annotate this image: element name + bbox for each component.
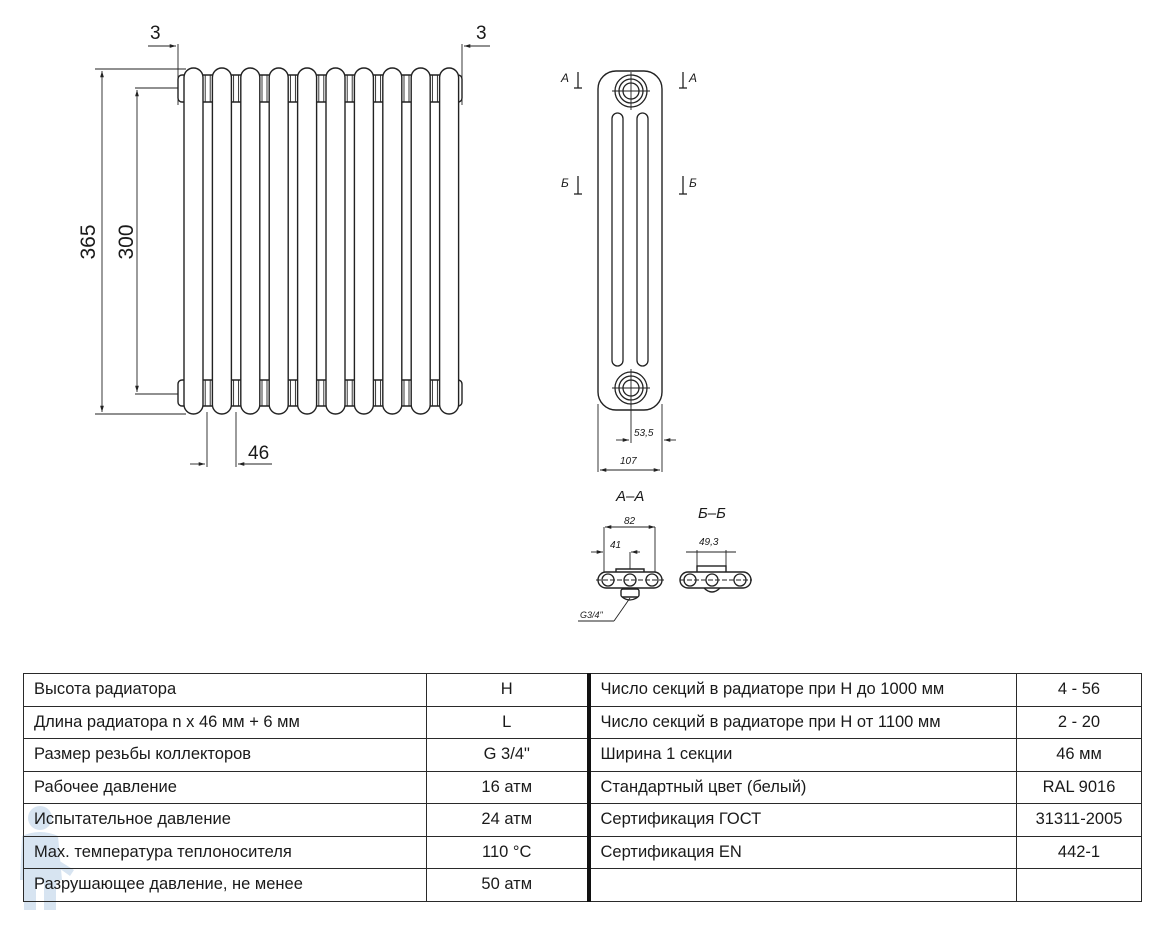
spec-label-right: Ширина 1 секции: [586, 738, 1017, 772]
spec-label-left: Рабочее давление: [23, 770, 427, 804]
dimension-section-pitch: 46: [190, 412, 272, 467]
radiator-section: [438, 67, 460, 415]
dim-right-3-label: 3: [476, 23, 487, 44]
spec-label-right: Число секций в радиаторе при H от 1100 м…: [586, 705, 1017, 739]
dimension-axis-distance: 300: [115, 87, 178, 395]
radiator-section: [268, 67, 289, 415]
spec-value-left: 16 атм: [426, 770, 589, 804]
spec-label-left: Высота радиатора: [23, 673, 427, 707]
spec-label-left: Длина радиатора n x 46 мм + 6 мм: [23, 705, 427, 739]
spec-value-right: [1016, 868, 1142, 902]
side-slot-right: [636, 112, 649, 367]
dimension-half-depth: 53,5: [597, 404, 676, 472]
section-a-a: А–А 82 41 G3/4": [578, 488, 664, 622]
radiator-section: [325, 67, 346, 415]
front-view: 365 300 3 3 46: [77, 23, 490, 467]
spec-value-right: 31311-2005: [1016, 803, 1142, 837]
section-b-b: Б–Б 49,3: [679, 505, 752, 593]
section-b-title: Б–Б: [698, 505, 726, 522]
cut-marker-b-right: Б: [679, 176, 697, 195]
dim-107-label: 107: [620, 456, 637, 467]
dim-82-label: 82: [624, 516, 636, 527]
section-a-title: А–А: [615, 488, 644, 505]
spec-label-left: Испытательное давление: [23, 803, 427, 837]
spec-value-left: H: [426, 673, 589, 707]
dim-46-label: 46: [248, 443, 269, 464]
dimension-overall-height: 365: [77, 68, 186, 415]
spec-label-left: Размер резьбы коллекторов: [23, 738, 427, 772]
thread-label: G3/4": [580, 610, 604, 620]
spec-label-left: Разрушающее давление, не менее: [23, 868, 427, 902]
spec-label-right: Число секций в радиаторе при H до 1000 м…: [586, 673, 1017, 707]
spec-label-right: Сертификация ГОСТ: [586, 803, 1017, 837]
spec-value-left: 110 °C: [426, 835, 589, 869]
dim-300-label: 300: [115, 224, 138, 259]
spec-label-right: [586, 868, 1017, 902]
radiator-section: [382, 67, 403, 415]
technical-drawing: 365 300 3 3 46: [77, 23, 752, 622]
spec-value-right: 4 - 56: [1016, 673, 1142, 707]
spec-value-right: 2 - 20: [1016, 705, 1142, 739]
spec-label-right: Сертификация EN: [586, 835, 1017, 869]
radiator-section: [410, 67, 431, 415]
side-slot-left: [611, 112, 624, 367]
cut-marker-a-left: А: [560, 71, 582, 89]
top-port-icon: [612, 72, 650, 110]
dimension-depth: 107: [600, 456, 660, 472]
spec-label-left: Max. температура теплоносителя: [23, 835, 427, 869]
side-view: А А Б Б 53,5 107: [560, 70, 697, 472]
spec-value-left: L: [426, 705, 589, 739]
radiator-section: [240, 67, 261, 415]
dim-41-label: 41: [610, 540, 621, 551]
spec-value-left: 24 атм: [426, 803, 589, 837]
cut-a-right-label: А: [688, 71, 697, 85]
spec-value-right: RAL 9016: [1016, 770, 1142, 804]
cut-marker-a-right: А: [679, 71, 697, 89]
dim-53-5-label: 53,5: [634, 428, 654, 439]
radiator-section: [296, 67, 318, 415]
dim-49-3-label: 49,3: [699, 537, 719, 548]
cut-b-right-label: Б: [689, 176, 697, 190]
spec-value-left: G 3/4": [426, 738, 589, 772]
dimension-left-offset: 3: [148, 23, 179, 105]
section-side-body: [597, 70, 663, 411]
watermark-site-text: [1140, 815, 1160, 920]
dim-left-3-label: 3: [150, 23, 161, 44]
cut-a-left-label: А: [560, 71, 569, 85]
spec-value-right: 46 мм: [1016, 738, 1142, 772]
radiator-section: [353, 67, 375, 415]
radiator-sections: [183, 67, 460, 415]
cut-b-left-label: Б: [561, 176, 569, 190]
spec-value-right: 442-1: [1016, 835, 1142, 869]
dim-365-label: 365: [77, 224, 100, 259]
cut-marker-b-left: Б: [561, 176, 582, 195]
radiator-section: [211, 67, 233, 415]
spec-label-right: Стандартный цвет (белый): [586, 770, 1017, 804]
dimension-right-offset: 3: [461, 23, 490, 105]
radiator-section: [183, 67, 204, 415]
bottom-port-icon: [612, 369, 650, 407]
spec-value-left: 50 атм: [426, 868, 589, 902]
